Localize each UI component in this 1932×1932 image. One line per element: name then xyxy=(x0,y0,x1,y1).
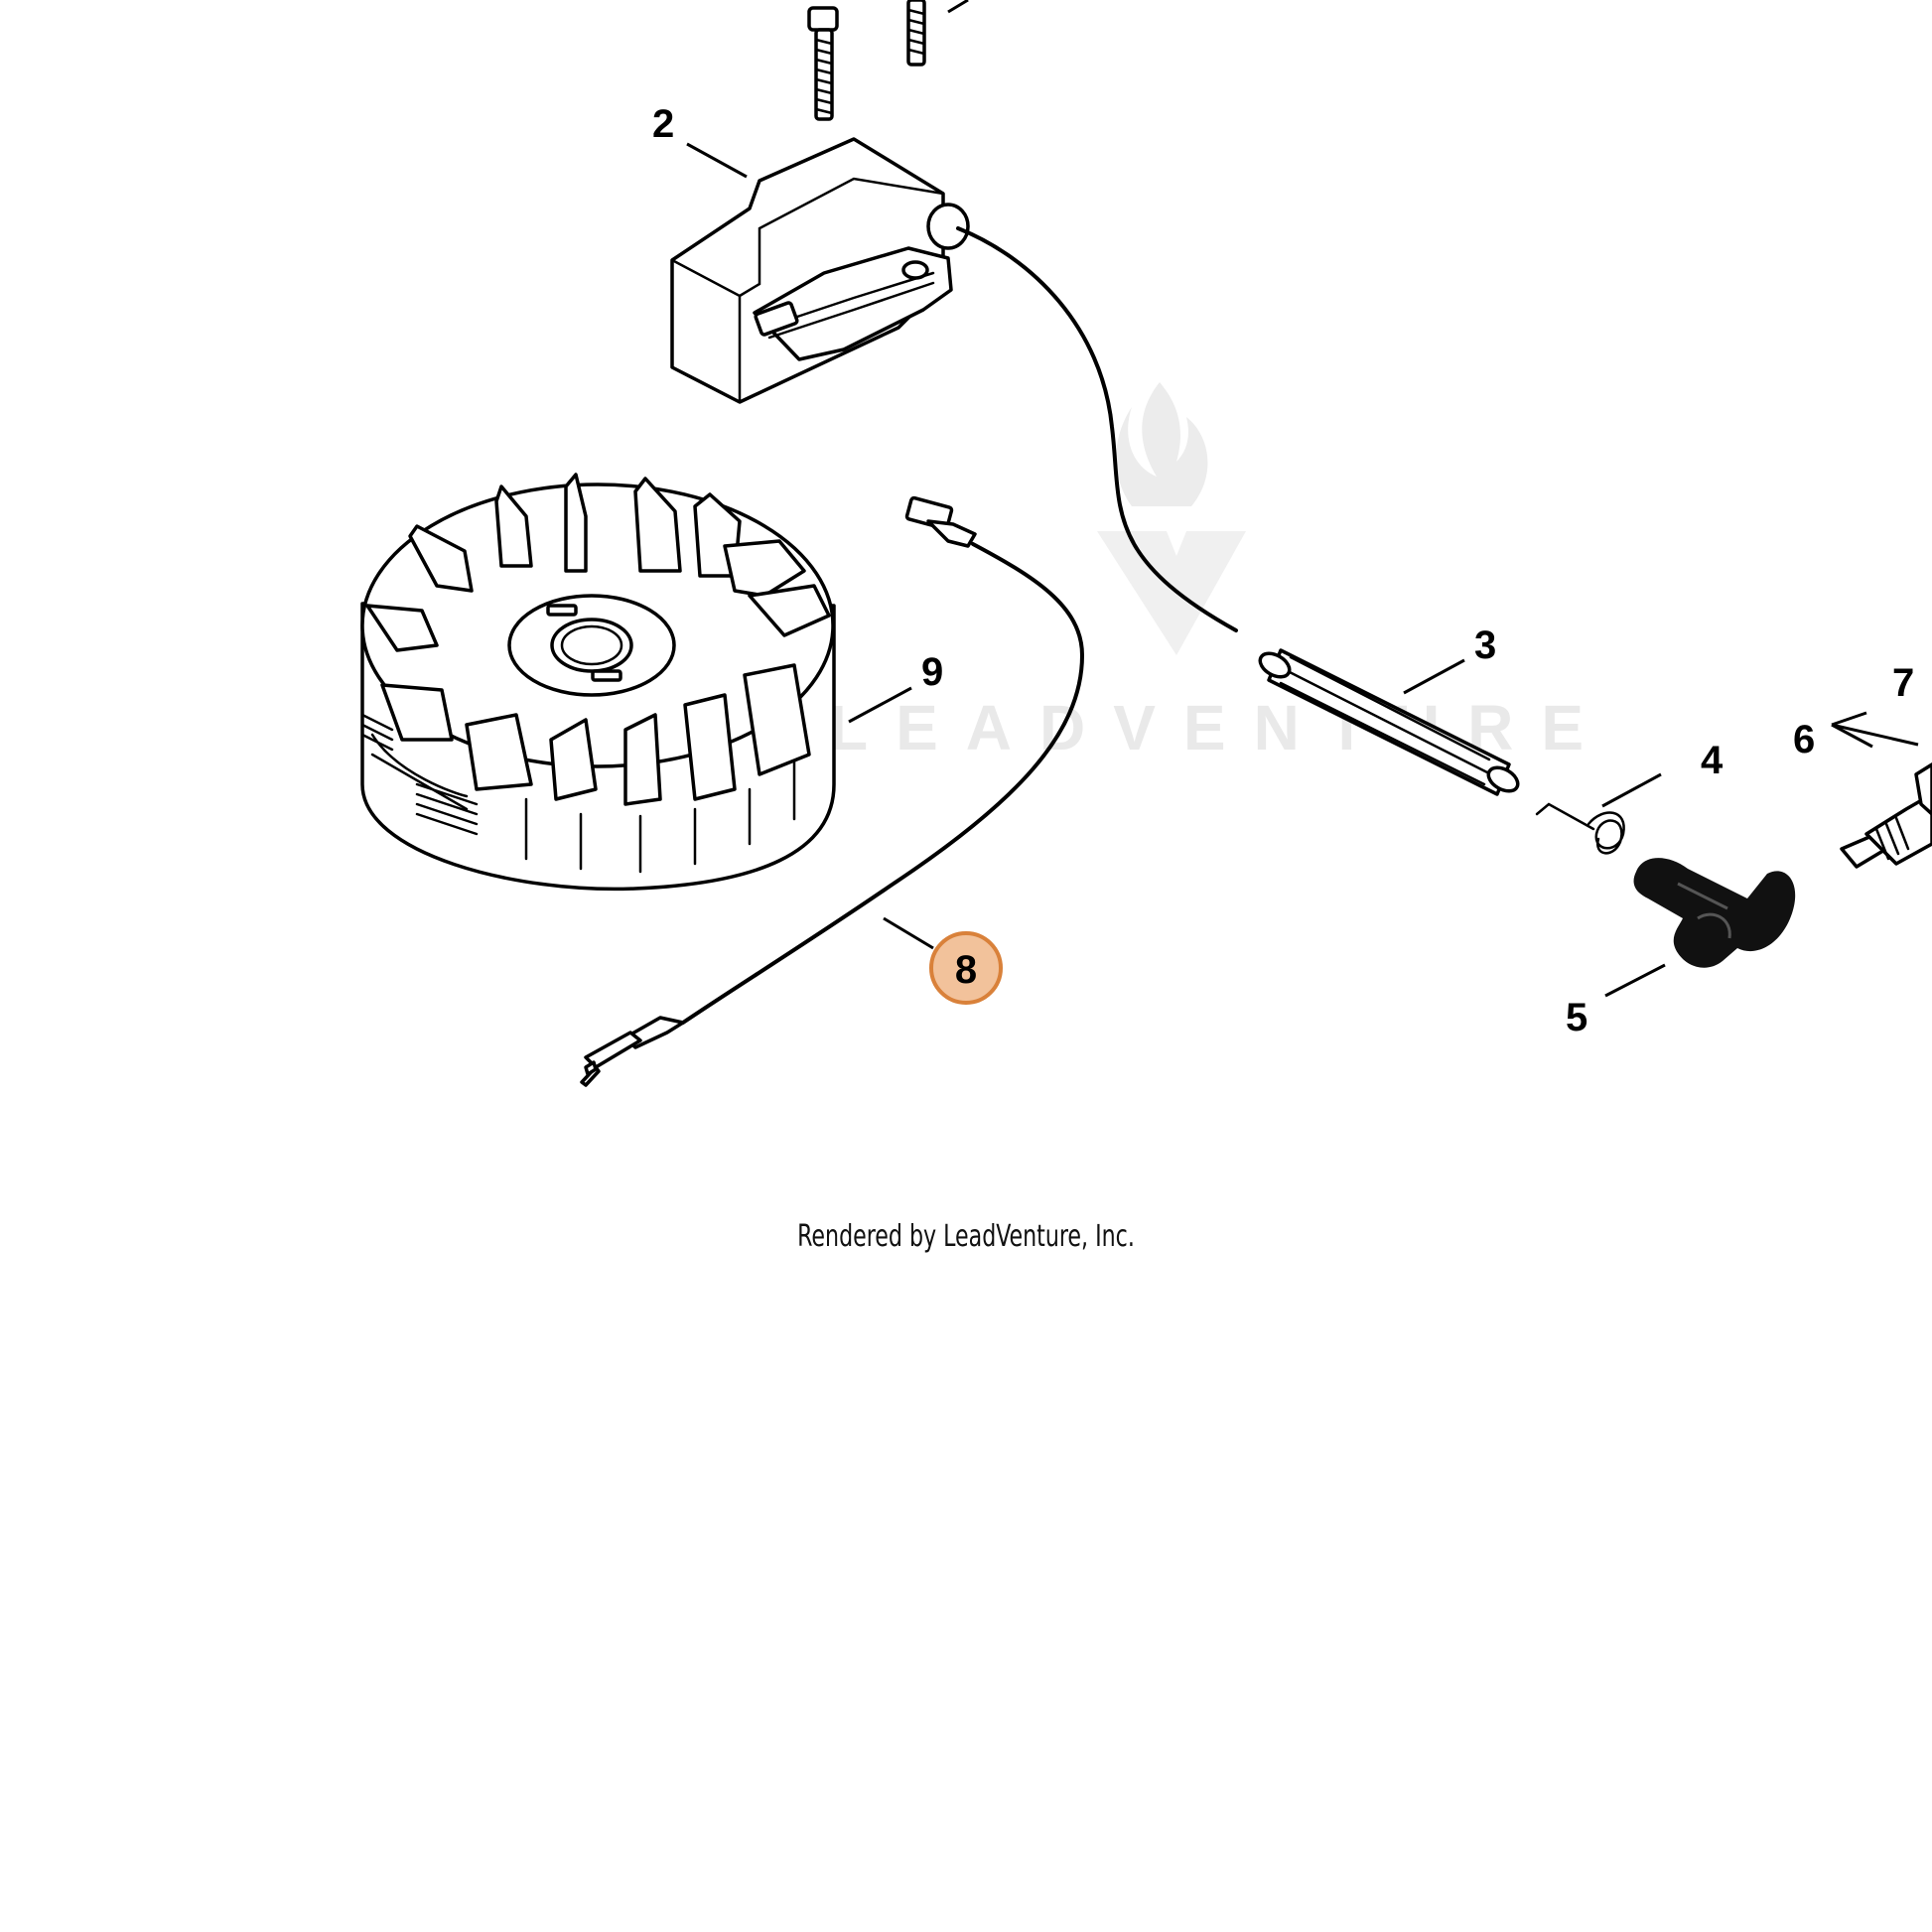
credit-text: Rendered by LeadVenture, Inc. xyxy=(797,1219,1135,1254)
ground-wire-icon xyxy=(580,495,1085,1087)
leader-line xyxy=(1604,963,1666,998)
leader-line xyxy=(686,142,748,179)
callout-7[interactable]: 7 xyxy=(1892,661,1914,705)
callout-6[interactable]: 6 xyxy=(1793,718,1815,761)
callout-2[interactable]: 2 xyxy=(652,102,674,146)
callout-3[interactable]: 3 xyxy=(1474,623,1496,667)
leader-line xyxy=(883,916,934,950)
callout-4[interactable]: 4 xyxy=(1701,739,1724,782)
screw-icon xyxy=(807,6,839,121)
leader-line xyxy=(947,0,969,14)
leader-line xyxy=(1601,772,1662,808)
leader-line xyxy=(1831,723,1873,749)
watermark-logo-icon xyxy=(1097,382,1246,655)
callout-8-highlight[interactable]: 8 xyxy=(929,931,1003,1005)
screw-icon xyxy=(906,0,926,67)
ignition-lead-wire xyxy=(956,226,1238,632)
spring-icon xyxy=(1535,802,1625,855)
watermark-text: LEADVENTURE xyxy=(829,692,1611,763)
callout-5[interactable]: 5 xyxy=(1566,996,1587,1039)
flywheel-icon xyxy=(360,473,836,892)
leader-line xyxy=(1831,711,1867,727)
spark-plug-boot-icon xyxy=(1633,858,1796,968)
callout-9[interactable]: 9 xyxy=(921,650,943,694)
spark-plug-icon xyxy=(1840,762,1932,869)
watermark: LEADVENTURE xyxy=(829,382,1611,763)
leader-line xyxy=(848,686,912,724)
ignition-coil-icon xyxy=(670,137,970,404)
spark-plug-lead-sleeve-icon xyxy=(1258,648,1520,796)
callout-8[interactable]: 8 xyxy=(955,948,977,992)
leader-line xyxy=(1403,658,1465,695)
leader-line xyxy=(1831,723,1919,747)
